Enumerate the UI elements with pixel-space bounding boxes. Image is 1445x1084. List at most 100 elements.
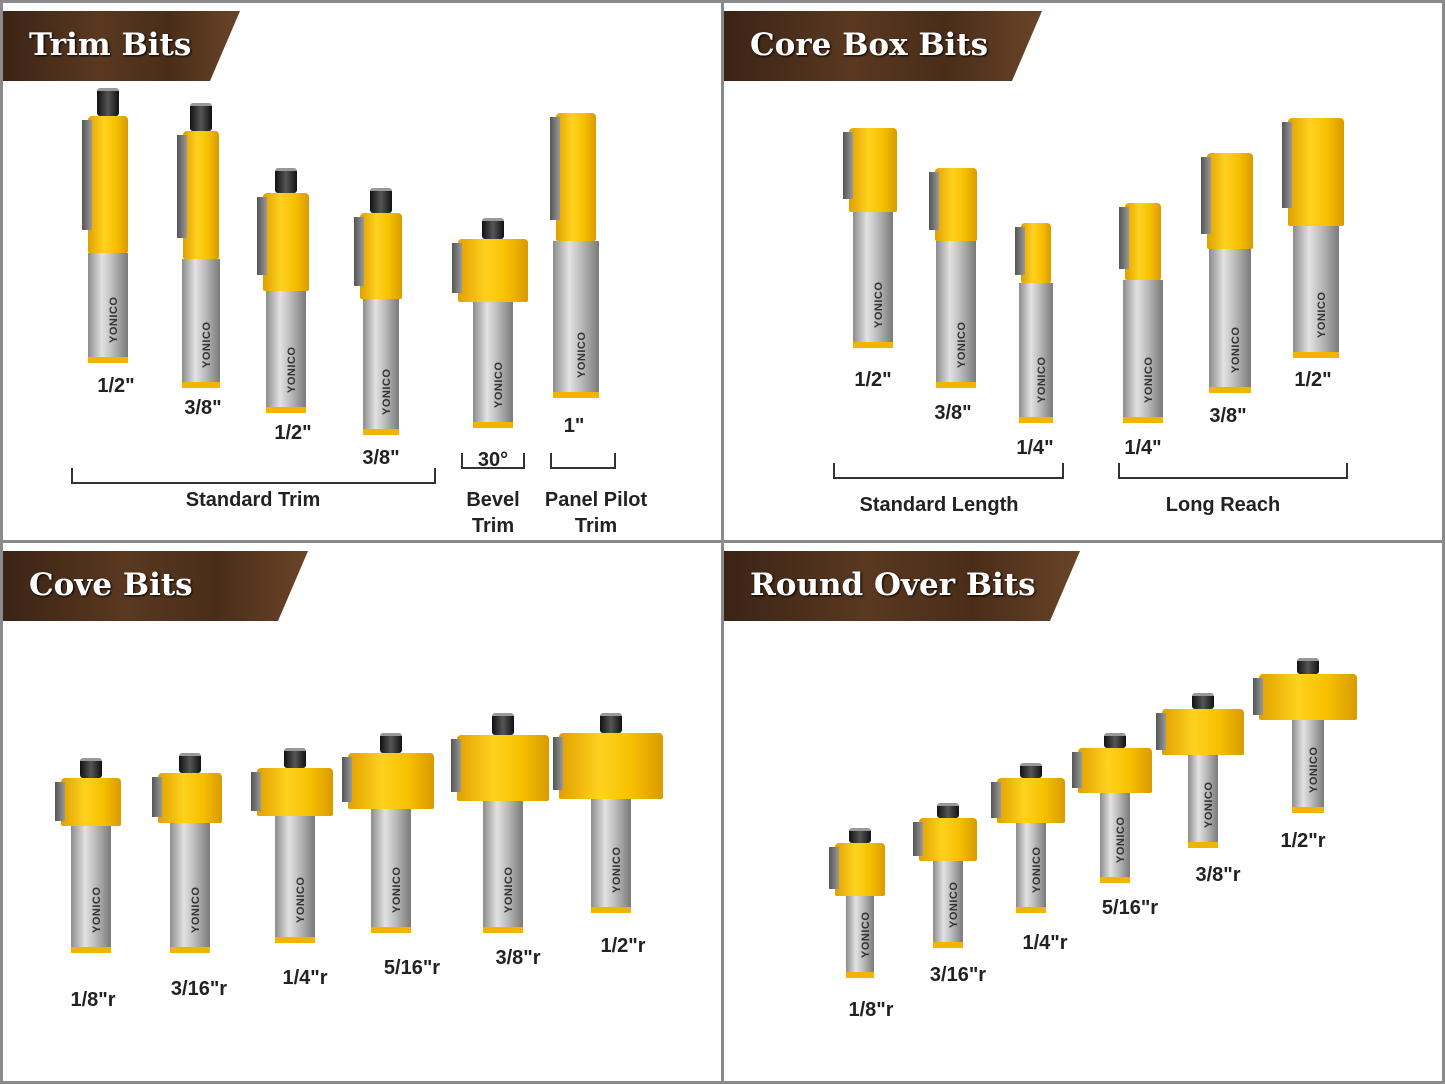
size-label: 3/8"r [495,947,541,969]
cutter-body [849,128,897,212]
router-bit: YONICO [1197,153,1263,393]
brand-logo: YONICO [108,296,120,343]
size-label: 3/8" [1209,405,1247,427]
group-label: Panel Pilot Trim [544,489,648,537]
shank: YONICO [1016,823,1046,913]
shank: YONICO [170,823,210,953]
bearing [97,88,119,116]
carbide-blade [55,781,65,821]
group-bracket [1118,463,1348,479]
carbide-blade [1015,227,1025,275]
carbide-blade [251,771,261,811]
group-bracket [833,463,1064,479]
router-bit: YONICO [78,88,138,363]
carbide-blade [913,821,923,857]
cutter-body [61,777,121,827]
shank: YONICO [846,895,874,978]
size-label: 3/8" [934,402,972,424]
router-bit: YONICO [448,218,538,428]
cutter-body [158,773,222,823]
bearing [1020,763,1042,778]
router-bit: YONICO [173,103,229,388]
shank: YONICO [483,801,523,933]
group-bracket [461,453,525,469]
bearing [1104,733,1126,748]
cutter-body [1259,673,1357,720]
size-label: 1/4"r [1022,932,1068,954]
router-bit: YONICO [247,748,343,943]
brand-logo: YONICO [1115,816,1127,863]
bearing [1192,693,1214,709]
brand-logo: YONICO [190,886,202,933]
size-label: 5/16"r [383,957,441,979]
cutter-body [348,753,434,809]
size-label: 1/2" [97,375,135,397]
shank: YONICO [936,240,976,388]
cutter-body [1125,203,1161,280]
brand-logo: YONICO [1316,291,1328,338]
group-label: Standard Length [859,494,1019,516]
router-bit: YONICO [447,713,559,933]
cutter-body [263,192,309,291]
panel-title: Round Over Bits [724,551,1080,621]
bearing [849,828,871,843]
router-bit: YONICO [1011,223,1061,423]
bearing [275,168,297,193]
shank: YONICO [933,861,963,948]
cutter-body [919,817,977,861]
shank: YONICO [371,809,411,933]
panel-title: Cove Bits [3,551,308,621]
shank: YONICO [275,816,315,943]
cutter-body [835,843,885,896]
size-label: 1/2" [854,369,892,391]
shank: YONICO [1293,226,1339,358]
brand-logo: YONICO [1143,356,1155,403]
router-bit: YONICO [1249,658,1367,813]
brand-logo: YONICO [1308,746,1320,793]
bearing [190,103,212,131]
bearing [1297,658,1319,674]
size-label: 1/2"r [600,935,646,957]
size-label: 1" [563,415,585,437]
cutter-body [1207,153,1253,249]
bearing [492,713,514,735]
brand-logo: YONICO [1230,326,1242,373]
brand-logo: YONICO [381,368,393,415]
brand-logo: YONICO [391,866,403,913]
cutter-body [360,212,402,300]
brand-logo: YONICO [91,886,103,933]
size-label: 1/8"r [848,999,894,1021]
brand-logo: YONICO [295,876,307,923]
router-bit: YONICO [253,168,319,413]
carbide-blade [1119,207,1129,269]
carbide-blade [82,119,92,230]
bearing [380,733,402,753]
shank: YONICO [1100,793,1130,883]
shank: YONICO [1209,249,1251,393]
carbide-blade [1072,752,1082,788]
router-bit: YONICO [148,753,232,953]
shank: YONICO [1188,755,1218,848]
cutter-body [458,239,528,302]
size-label: 3/8" [184,397,222,419]
shank: YONICO [1019,283,1053,423]
router-bit: YONICO [51,758,131,953]
brand-logo: YONICO [503,866,515,913]
cutter-body [88,115,128,253]
shank: YONICO [553,241,599,398]
shank: YONICO [853,211,893,348]
brand-logo: YONICO [611,846,623,893]
size-label: 3/8" [362,447,400,469]
shank: YONICO [1292,720,1324,813]
carbide-blade [1253,677,1263,715]
bearing [600,713,622,733]
group-label: Standard Trim [185,489,321,511]
carbide-blade [257,196,267,275]
size-label: 1/4" [1016,437,1054,459]
shank: YONICO [88,253,128,363]
cutter-body [1021,223,1051,283]
carbide-blade [354,216,364,286]
size-label: 1/4" [1124,437,1162,459]
